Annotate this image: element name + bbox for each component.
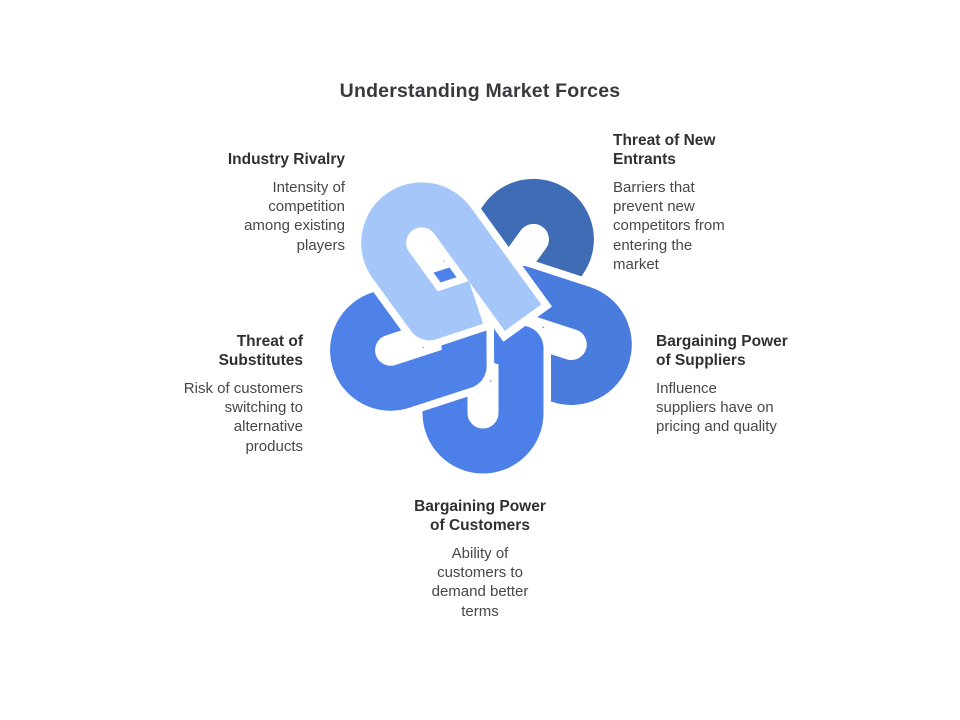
force-title-bargaining-power-of-customers: Bargaining Power of Customers [414,498,546,534]
knot-svg [322,171,640,481]
force-title-bargaining-power-of-suppliers: Bargaining Power of Suppliers [656,333,788,369]
knot-loop-strip [422,293,544,474]
knot-loop-new-entrants [434,171,602,383]
knot-loop-substitutes [322,245,510,419]
force-title-threat-of-new-entrants: Threat of New Entrants [613,132,716,168]
knot-loop-strip [441,178,594,373]
force-description-threat-of-substitutes: Risk of customers switching to alternati… [183,380,303,455]
force-description-bargaining-power-of-suppliers: Influence suppliers have on pricing and … [656,380,777,436]
force-label-threat-of-substitutes: Threat of Substitutes Risk of customers … [138,332,303,456]
force-title-threat-of-substitutes: Threat of Substitutes [218,333,303,369]
knot-loop-rivalry [353,174,552,348]
knot-loop-strip [438,265,632,405]
force-label-bargaining-power-of-suppliers: Bargaining Power of Suppliers Influence … [656,332,821,437]
five-forces-knot-graphic [310,145,650,485]
knot-loop-strip [361,182,542,341]
force-title-industry-rivalry: Industry Rivalry [227,151,345,168]
diagram-title: Understanding Market Forces [339,80,621,102]
force-description-industry-rivalry: Intensity of competition among existing … [244,179,345,254]
force-label-bargaining-power-of-customers: Bargaining Power of Customers Ability of… [384,497,576,621]
force-label-threat-of-new-entrants: Threat of New Entrants Barriers that pre… [613,131,758,274]
knot-loop-customers [415,285,551,481]
force-label-industry-rivalry: Industry Rivalry Intensity of competitio… [130,150,345,255]
force-description-bargaining-power-of-customers: Ability of customers to demand better te… [431,545,529,620]
force-description-threat-of-new-entrants: Barriers that prevent new competitors fr… [613,179,725,273]
knot-loop-strip [330,255,500,411]
knot-loop-suppliers [428,258,640,413]
